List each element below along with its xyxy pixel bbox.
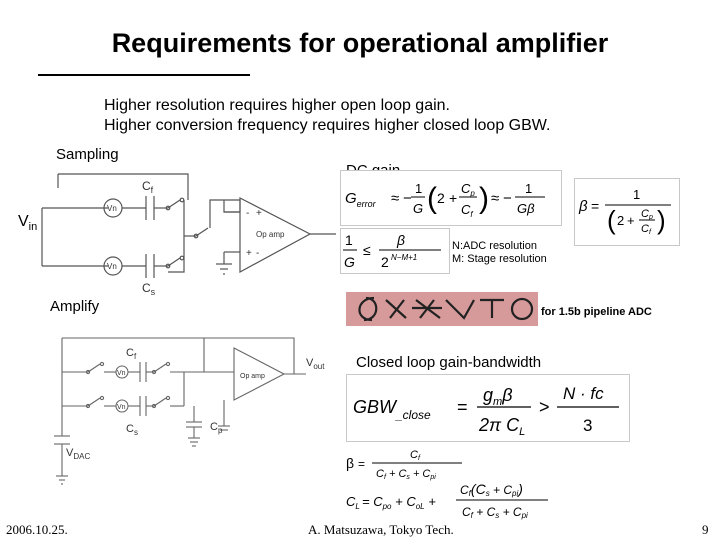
vn-source-top: Vn (107, 204, 117, 213)
svg-text:1: 1 (525, 181, 532, 196)
svg-text:1: 1 (633, 187, 640, 202)
svg-text:>: > (539, 397, 550, 417)
svg-text:= Cpo + CoL +: = Cpo + CoL + (362, 494, 436, 511)
svg-text:2π CL: 2π CL (478, 415, 525, 438)
opamp-minus: - (246, 208, 249, 219)
svg-text:+: + (449, 190, 457, 206)
amplify-label: Amplify (50, 298, 100, 315)
svg-text:β: β (578, 198, 588, 215)
intro-line-1: Higher resolution requires higher open l… (104, 97, 450, 114)
g-error-formula-box: Gerror ≈ − 1 G ( 2 + Cp Cf ) ≈ − 1 Gβ (340, 170, 562, 226)
svg-text:(: ( (607, 205, 616, 235)
svg-text:=: = (358, 457, 365, 471)
slide-title: Requirements for operational amplifier (111, 28, 609, 58)
opamp-plus: + (246, 248, 252, 259)
gbw-formula-box: GBW_close = gmβ 2π CL > N · fc 3 (346, 374, 630, 442)
title-underline (38, 74, 250, 76)
svg-text:3: 3 (583, 416, 592, 435)
svg-text:1: 1 (345, 232, 353, 248)
svg-text:Cf + Cs + Cpi: Cf + Cs + Cpi (376, 468, 436, 481)
amp-vn-bottom: Vn (117, 404, 126, 411)
svg-text:β: β (396, 232, 405, 248)
svg-text:(: ( (427, 182, 437, 215)
vin-label: Vin (18, 213, 37, 233)
amp-cp-label: Cp (210, 421, 223, 435)
footer-author: A. Matsuzawa, Tokyo Tech. (308, 522, 454, 537)
svg-text:CL: CL (346, 494, 360, 511)
cs-label: Cs (142, 281, 156, 297)
pipeline-note: for 1.5b pipeline ADC (541, 306, 652, 318)
opamp-label: Op amp (256, 230, 285, 239)
svg-text:G: G (413, 201, 423, 216)
load-capacitance-formula: CL = Cpo + CoL + Cf(Cs + Cpi) Cf + Cs + … (346, 481, 548, 520)
vdac-label: VDAC (66, 447, 90, 461)
gbw-label: Closed loop gain-bandwidth (356, 354, 542, 371)
svg-text:Cf + Cs + Cpi: Cf + Cs + Cpi (462, 505, 528, 520)
svg-text:+: + (627, 213, 635, 228)
svg-text:Cf: Cf (641, 223, 652, 236)
footer-date: 2006.10.25. (6, 522, 68, 537)
beta-ratio-formula: β = Cf Cf + Cs + Cpi (346, 449, 462, 481)
svg-text:=: = (591, 198, 599, 214)
cf-label: Cf (142, 179, 154, 195)
amp-cf-label: Cf (126, 347, 137, 361)
svg-text:Cp: Cp (641, 208, 653, 221)
page-number: 9 (702, 522, 709, 537)
amp-opamp-label: Op amp (240, 373, 265, 380)
gbw-formula: GBW_close = gmβ 2π CL > N · fc 3 (353, 384, 619, 438)
svg-text:=: = (457, 397, 468, 417)
svg-text:N−M+1: N−M+1 (391, 253, 417, 262)
svg-text:N · fc: N · fc (563, 384, 604, 403)
svg-text:2: 2 (381, 254, 389, 270)
beta-formula: β = 1 ( 2 + Cp Cf ) (578, 187, 671, 236)
svg-text:2: 2 (437, 190, 445, 206)
svg-text:2: 2 (617, 213, 624, 228)
opamp-plus-top: + (256, 208, 262, 219)
sampling-circuit-diagram: Vin Cf Cs Vn Vn Op amp - + + - (18, 173, 336, 297)
amp-vn-top: Vn (117, 370, 126, 377)
intro-text: Higher resolution requires higher open l… (104, 96, 550, 136)
svg-text:GBW_close: GBW_close (353, 397, 431, 422)
intro-line-2: Higher conversion frequency requires hig… (104, 117, 551, 134)
svg-text:β: β (346, 455, 354, 471)
resolution-notes: N:ADC resolution M: Stage resolution (452, 240, 547, 266)
svg-text:−: − (503, 190, 512, 207)
svg-text:Cf(Cs + Cpi): Cf(Cs + Cpi) (460, 481, 523, 498)
svg-text:−: − (403, 190, 412, 207)
svg-text:): ) (657, 205, 666, 235)
gain-formula-graphic (346, 292, 538, 326)
svg-text:Gerror: Gerror (345, 190, 377, 209)
svg-text:G: G (344, 254, 355, 270)
svg-text:Cf: Cf (461, 202, 473, 219)
sampling-label: Sampling (56, 146, 119, 163)
svg-text:): ) (479, 182, 489, 215)
svg-text:≈: ≈ (391, 190, 399, 207)
svg-text:gmβ: gmβ (483, 385, 512, 408)
svg-text:Cf: Cf (410, 449, 421, 462)
beta-formula-box: β = 1 ( 2 + Cp Cf ) (574, 178, 680, 246)
note-stage-resolution: M: Stage resolution (452, 253, 547, 265)
g-error-formula: Gerror ≈ − 1 G ( 2 + Cp Cf ) ≈ − 1 Gβ (345, 181, 545, 219)
note-adc-resolution: N:ADC resolution (452, 240, 537, 252)
amp-cs-label: Cs (126, 423, 138, 437)
amplify-circuit-diagram: Cf Cs Cp Vout VDAC Vn Vn Op amp (54, 337, 325, 485)
vout-label: Vout (306, 357, 325, 371)
garbled-formula-image (358, 296, 534, 322)
opamp-minus-bottom: - (256, 248, 259, 259)
vn-source-bottom: Vn (107, 262, 117, 271)
svg-text:Gβ: Gβ (517, 201, 535, 216)
inverse-gain-formula: 1 G ≤ β 2 N−M+1 (343, 232, 441, 270)
svg-text:Cp: Cp (461, 181, 475, 198)
svg-text:≈: ≈ (491, 190, 499, 207)
inverse-gain-formula-box: 1 G ≤ β 2 N−M+1 (340, 228, 450, 274)
svg-text:≤: ≤ (363, 242, 371, 258)
svg-text:1: 1 (415, 181, 422, 196)
